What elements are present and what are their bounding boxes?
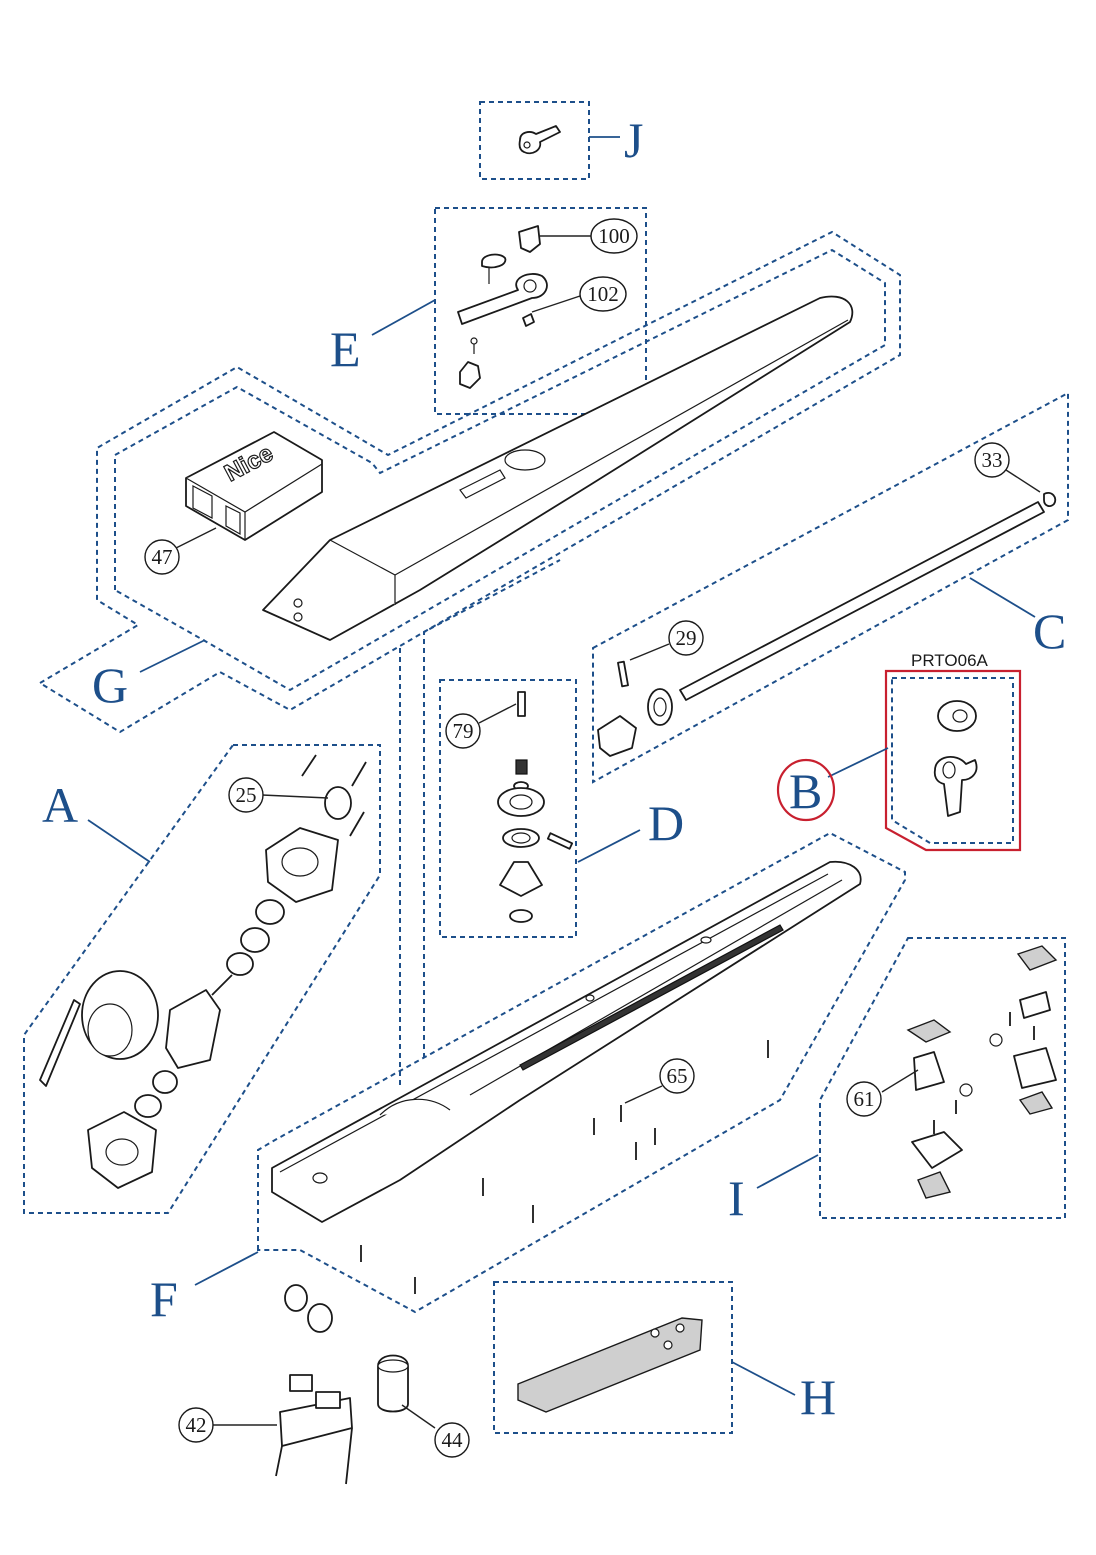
svg-text:61: 61 [854, 1087, 875, 1111]
svg-text:44: 44 [442, 1428, 464, 1452]
motor-assembly-part [39, 754, 367, 1189]
group-b-boundary [891, 677, 1014, 844]
svg-text:42: 42 [186, 1413, 207, 1437]
group-label-d: D [648, 795, 684, 851]
release-key-part [518, 125, 561, 155]
svg-text:100: 100 [598, 224, 630, 248]
capacitor-part [377, 1354, 409, 1413]
group-d-boundary [439, 679, 577, 938]
kit-parts [933, 700, 978, 817]
svg-text:33: 33 [982, 448, 1003, 472]
svg-text:29: 29 [676, 626, 697, 650]
kit-highlight-frame [884, 669, 1022, 852]
callout-29: 29 [668, 620, 704, 656]
group-label-i: I [728, 1170, 745, 1226]
group-g-outer-boundary [38, 230, 901, 734]
group-f-boundary [257, 831, 906, 1314]
callout-61: 61 [846, 1081, 882, 1117]
motor-housing-cover: Nice [185, 431, 323, 541]
callout-100: 100 [590, 218, 638, 254]
callout-47: 47 [144, 539, 180, 575]
group-c-boundary [592, 391, 1069, 784]
group-e-boundary [434, 207, 647, 415]
electrical-components-part [906, 945, 1058, 1199]
group-label-a: A [42, 777, 78, 833]
callout-44: 44 [434, 1422, 470, 1458]
drive-shaft-part [597, 492, 1057, 757]
group-boundaries [23, 101, 1069, 1434]
group-label-c: C [1033, 603, 1066, 659]
callout-33: 33 [974, 442, 1010, 478]
group-label-g: G [92, 657, 128, 713]
callout-79: 79 [445, 713, 481, 749]
group-labels: J E G C A D B I F H PRTO06A [42, 112, 1066, 1425]
kit-letter-highlight [776, 758, 836, 822]
group-label-j: J [624, 112, 643, 168]
terminal-block-part [275, 1374, 353, 1485]
callout-102: 102 [579, 276, 627, 312]
release-lever-parts [457, 225, 548, 389]
base-screws [360, 1040, 769, 1294]
svg-text:65: 65 [667, 1064, 688, 1088]
group-a-boundary [23, 744, 381, 1214]
group-g-inner-boundary [114, 248, 886, 692]
kit-code-label: PRTO06A [911, 651, 989, 670]
group-label-e: E [330, 321, 361, 377]
group-label-f: F [150, 1271, 178, 1327]
gasket-strip-part [517, 1317, 703, 1413]
group-j-boundary [479, 101, 590, 180]
callout-bubbles: 100 102 47 33 29 79 25 65 [144, 218, 1010, 1458]
group-i-boundary [819, 937, 1066, 1219]
group-divider-line [423, 559, 561, 1058]
callout-25: 25 [228, 777, 264, 813]
cable-glands-part [284, 1284, 333, 1333]
svg-text:102: 102 [587, 282, 619, 306]
gear-stack-part [497, 691, 574, 923]
svg-text:25: 25 [236, 783, 257, 807]
group-label-h: H [800, 1369, 836, 1425]
base-part [271, 860, 862, 1294]
arm-cover [262, 295, 854, 641]
svg-text:79: 79 [453, 719, 474, 743]
group-h-boundary [493, 1281, 733, 1434]
group-label-b: B [789, 763, 822, 819]
svg-text:47: 47 [152, 545, 173, 569]
callout-65: 65 [659, 1058, 695, 1094]
callout-42: 42 [178, 1407, 214, 1443]
callout-leaders [175, 469, 1041, 724]
